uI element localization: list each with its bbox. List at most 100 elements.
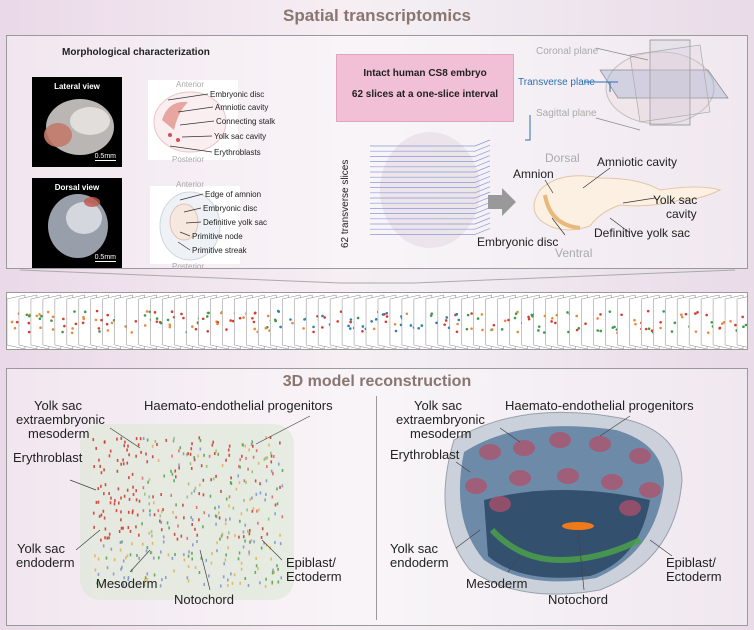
right-yolk-endo-1: Yolk sac bbox=[390, 541, 438, 556]
slice-dot bbox=[216, 322, 219, 326]
slice-dot bbox=[734, 323, 737, 327]
left-yolk-ext-3: mesoderm bbox=[28, 426, 90, 441]
slice-dot bbox=[503, 319, 507, 323]
slice-dot bbox=[710, 320, 714, 324]
slice-dot bbox=[251, 316, 254, 320]
slice-dot bbox=[575, 314, 578, 318]
slice-dot bbox=[134, 319, 138, 323]
slice-dot bbox=[303, 318, 306, 321]
slice-strip bbox=[6, 292, 748, 350]
slice-dot bbox=[399, 323, 403, 327]
right-yolk-ext-3: mesoderm bbox=[410, 426, 472, 441]
slice-dot bbox=[106, 313, 109, 317]
slice-dot bbox=[684, 312, 688, 316]
slice-dot bbox=[599, 313, 602, 316]
sagittal-plane-label: Sagittal plane bbox=[536, 108, 597, 119]
slice-dot bbox=[180, 312, 183, 316]
coronal-plane-label: Coronal plane bbox=[536, 46, 599, 57]
lateral-view-photo: Lateral view 0.5mm bbox=[32, 77, 122, 167]
slice-dot bbox=[729, 319, 732, 323]
slice-dot bbox=[191, 325, 194, 328]
left-yolk-endo-1: Yolk sac bbox=[17, 541, 65, 556]
slice-dot bbox=[252, 320, 256, 324]
slice-dot bbox=[336, 320, 339, 323]
slice-dot bbox=[705, 313, 708, 317]
lateral-view-caption: Lateral view bbox=[54, 82, 100, 91]
slice-dot bbox=[61, 330, 64, 334]
slice-dot bbox=[385, 312, 389, 315]
left-yolk-ext-2: extraembryonic bbox=[16, 412, 105, 427]
slice-dot bbox=[409, 324, 413, 327]
slice-dot bbox=[321, 314, 324, 318]
slice-dot bbox=[348, 327, 352, 330]
slice-dot bbox=[596, 317, 599, 320]
dorsal-label-0: Edge of amnion bbox=[205, 190, 262, 199]
right-yolk-ext-1: Yolk sac bbox=[414, 398, 462, 413]
slice-dot bbox=[435, 321, 438, 325]
slice-dot bbox=[194, 327, 198, 331]
dorsal-label-3: Primitive node bbox=[192, 232, 243, 241]
lateral-label-0: Embryonic disc bbox=[210, 90, 265, 99]
slice-dot bbox=[694, 312, 697, 315]
slice-dot bbox=[153, 311, 157, 314]
right-notochord: Notochord bbox=[548, 592, 608, 607]
slice-dot bbox=[481, 328, 484, 332]
left-mesoderm: Mesoderm bbox=[96, 576, 158, 591]
slice-dot bbox=[27, 330, 31, 334]
slice-dot bbox=[455, 330, 459, 334]
slice-dot bbox=[312, 325, 315, 329]
slice-strip-svg bbox=[7, 294, 747, 349]
slice-dot bbox=[63, 324, 66, 328]
slice-dot bbox=[273, 318, 277, 322]
right-yolk-endo-2: endoderm bbox=[390, 555, 449, 570]
slice-dot bbox=[384, 320, 388, 324]
slice-dot bbox=[516, 310, 519, 314]
slice-dot bbox=[225, 328, 228, 331]
slice-dot bbox=[662, 310, 666, 313]
left-notochord: Notochord bbox=[174, 592, 234, 607]
slice-dot bbox=[742, 325, 745, 329]
yolk-sac-cavity-label-2: cavity bbox=[666, 207, 697, 221]
slice-dot bbox=[420, 324, 424, 327]
slice-dot bbox=[527, 317, 531, 321]
slice-dot bbox=[143, 314, 147, 317]
slice-dot bbox=[429, 314, 433, 317]
slice-dot bbox=[168, 323, 172, 327]
slice-dot bbox=[718, 327, 721, 330]
morph-title: Morphological characterization bbox=[62, 47, 210, 58]
dorsal-label: Dorsal bbox=[545, 151, 580, 165]
slice-dot bbox=[83, 310, 87, 314]
slice-dot bbox=[381, 313, 385, 316]
slice-dot bbox=[277, 310, 281, 313]
slice-dot bbox=[231, 319, 235, 323]
slice-dot bbox=[95, 309, 99, 313]
right-mesoderm: Mesoderm bbox=[466, 576, 528, 591]
bottom-divider bbox=[376, 396, 377, 620]
slice-dot bbox=[680, 315, 684, 319]
transverse-plane-label: Transverse plane bbox=[518, 77, 595, 88]
slice-dot bbox=[40, 314, 43, 318]
amniotic-cavity-label: Amniotic cavity bbox=[597, 155, 678, 169]
slice-dot bbox=[659, 326, 662, 330]
slice-dot bbox=[372, 327, 376, 331]
slice-dot bbox=[694, 330, 698, 333]
slice-dot bbox=[673, 321, 677, 325]
lateral-label-1: Amniotic cavity bbox=[215, 103, 269, 112]
slice-dot bbox=[229, 319, 232, 322]
slice-dot bbox=[516, 330, 520, 334]
slice-dot bbox=[70, 331, 74, 335]
slice-dot bbox=[51, 315, 55, 319]
dorsal-label-2: Definitive yolk sac bbox=[203, 218, 268, 227]
recon-title: 3D model reconstruction bbox=[282, 373, 472, 390]
slice-dot bbox=[10, 320, 14, 324]
slice-dot bbox=[370, 320, 373, 323]
slice-dot bbox=[356, 316, 360, 320]
slice-dot bbox=[514, 312, 518, 316]
slice-dot bbox=[361, 329, 364, 333]
slice-dot bbox=[633, 318, 636, 322]
slice-dot bbox=[27, 321, 31, 325]
embryo-info-line2: 62 slices at a one-slice interval bbox=[351, 89, 499, 100]
definitive-yolk-sac-label: Definitive yolk sac bbox=[594, 226, 691, 240]
slice-dot bbox=[680, 313, 683, 317]
slice-dot bbox=[584, 322, 587, 326]
